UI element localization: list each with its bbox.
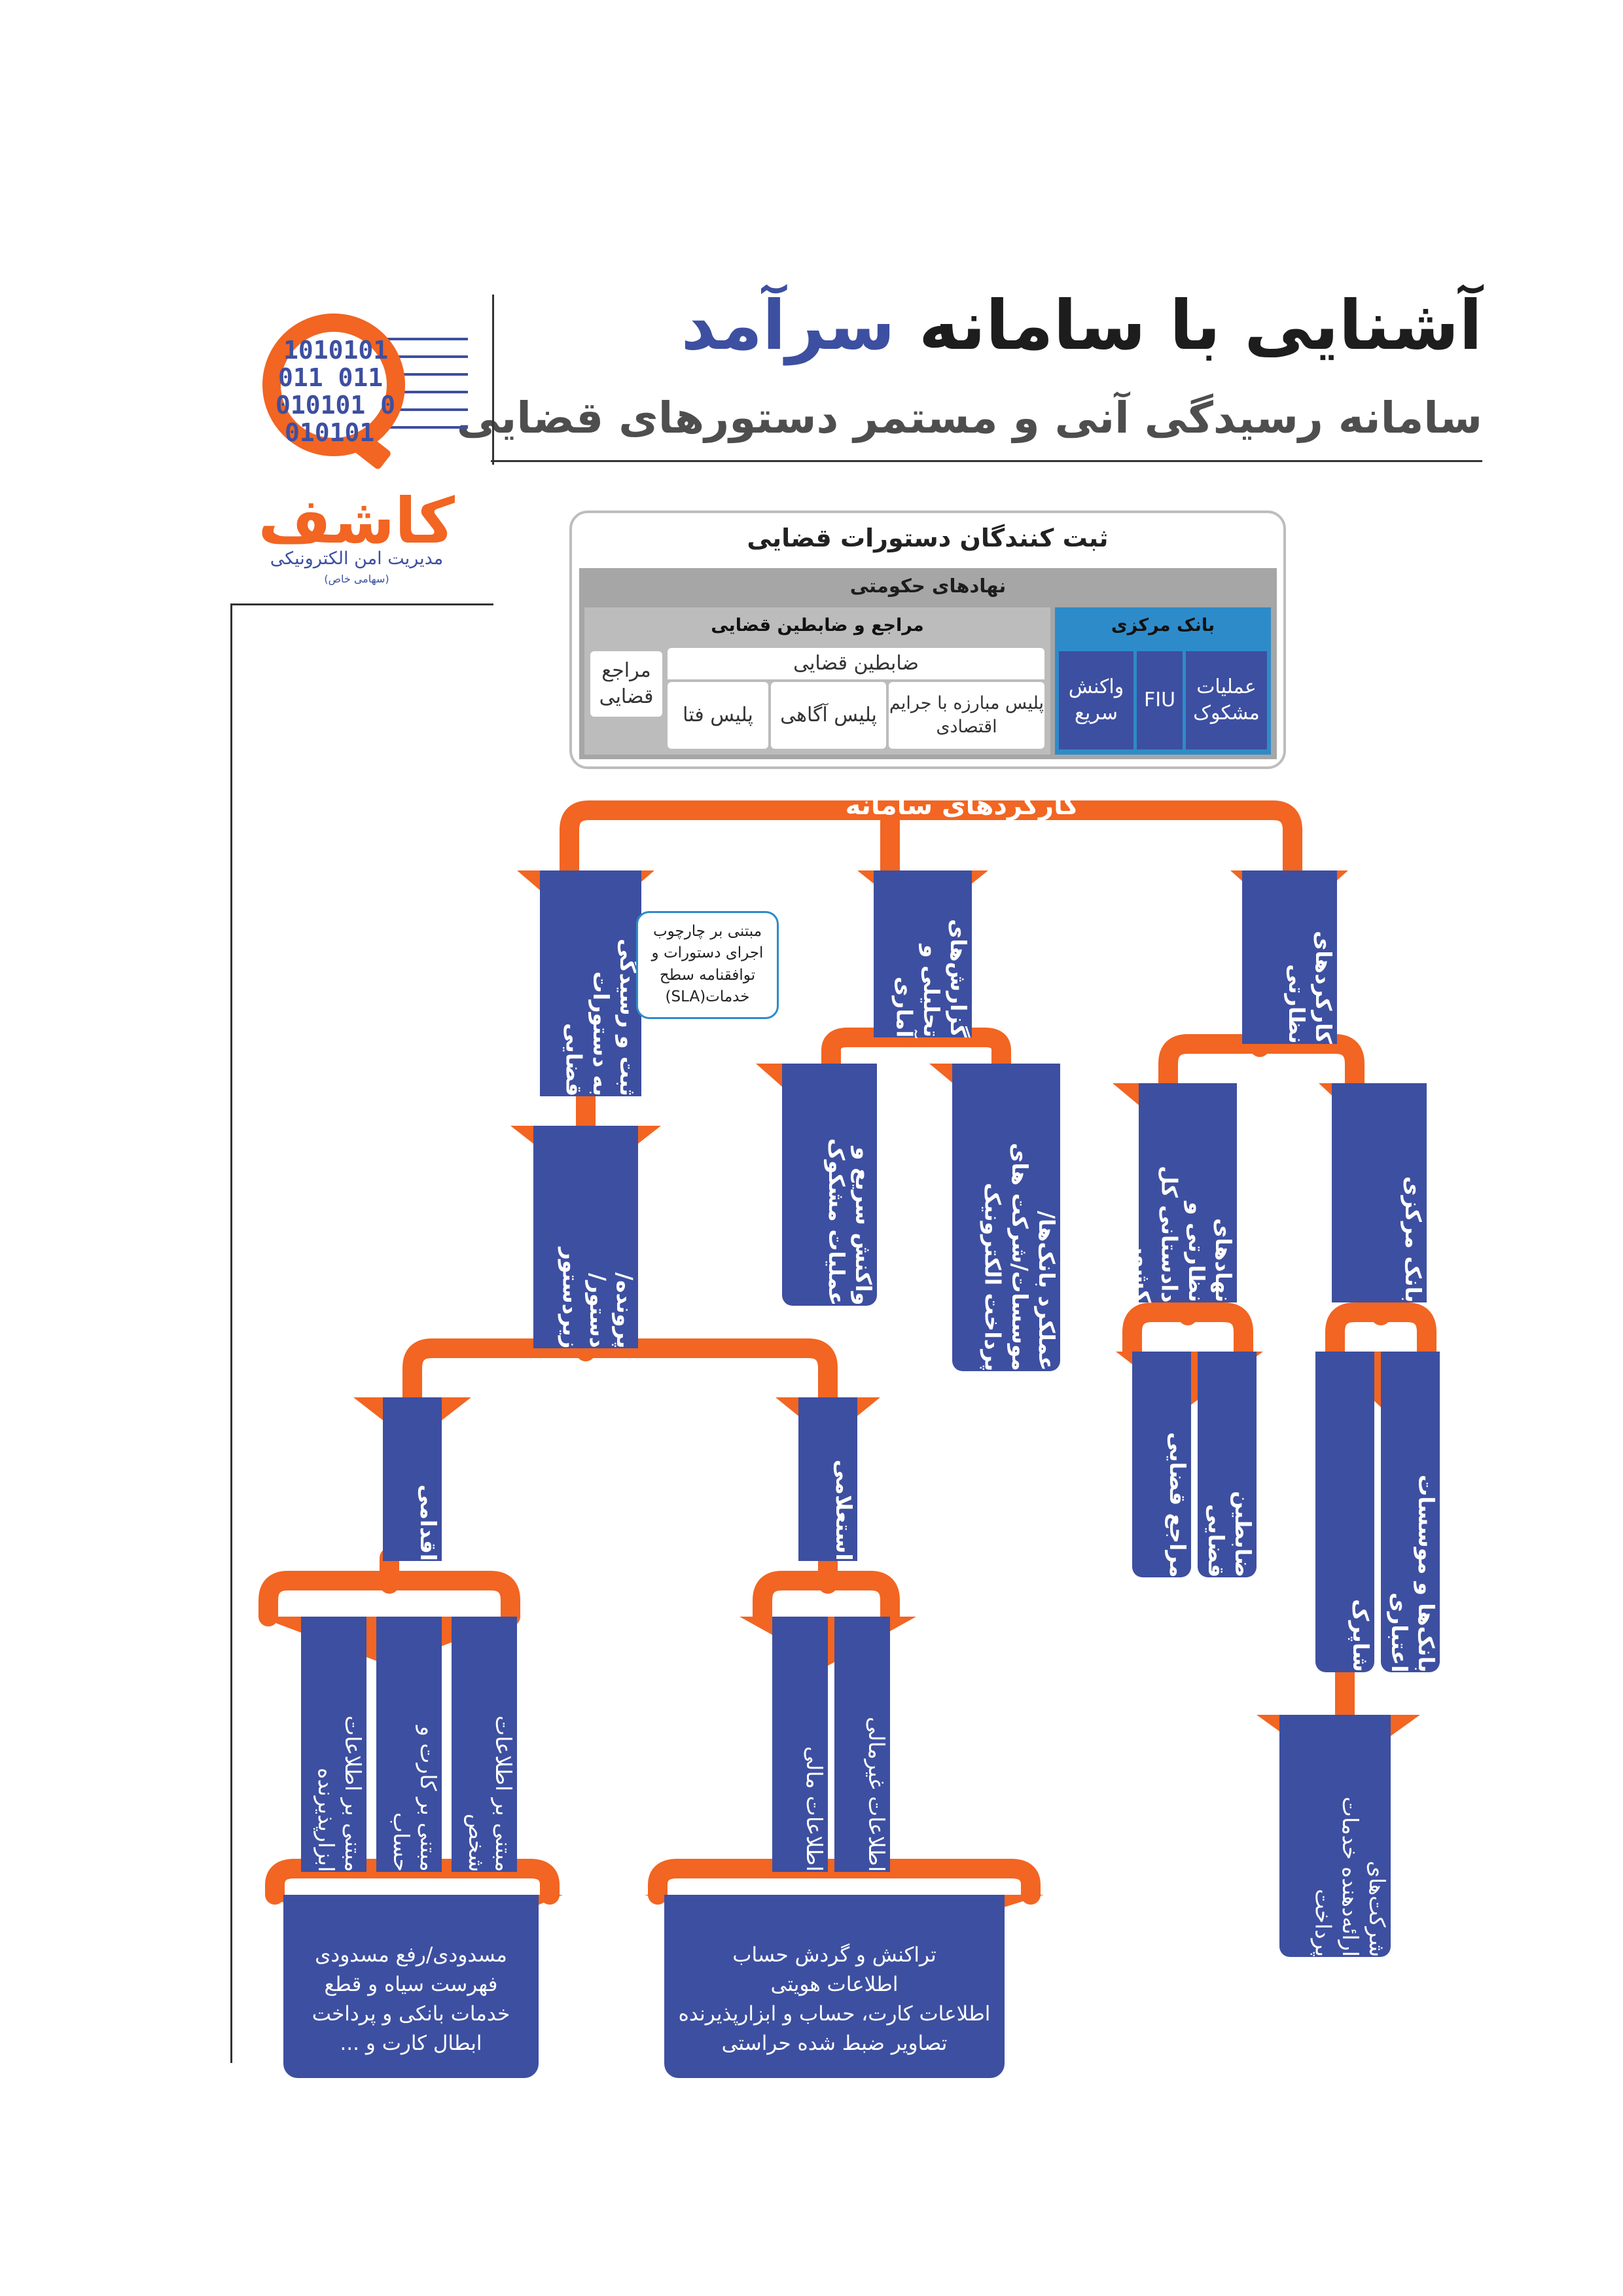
node-financial-info: اطلاعات مالی xyxy=(772,1617,828,1872)
node-judicial-authorities: مراجع قضایی xyxy=(1132,1352,1191,1577)
judicial-title: مراجع و ضابطین قضایی xyxy=(711,615,924,636)
police-investigation: پلیس آگاهی xyxy=(771,682,886,749)
svg-text:011 011: 011 011 xyxy=(278,363,383,392)
node-judicial-officers: ضابطین قضایی xyxy=(1198,1352,1257,1577)
cb-quick-response: واکنش سریع xyxy=(1059,651,1133,749)
action-results-box: مسدودی/رفع مسدودی فهرست سیاه و قطع خدمات… xyxy=(283,1895,539,2078)
inquiry-result-line: اطلاعات هویتی xyxy=(770,1972,899,1996)
node-oversight-bodies: نهادهای نظارتی و دادستانی کل کشور xyxy=(1130,1083,1237,1302)
judicial-authorities-cell: مراجع قضایی xyxy=(590,651,662,717)
logo-tagline-small: (سهامی خاص) xyxy=(324,573,389,585)
node-by-acceptor-tool: مبتنی بر اطلاعات ابزارپذیرنده xyxy=(301,1617,366,1872)
node-bank-performance: عملکرد بانک‌ها/موسسات/شرکت های پرداخت ال… xyxy=(952,1064,1060,1371)
inquiry-result-line: تصاویر ضبط شده حراستی xyxy=(721,2031,948,2055)
node-register-orders: ثبت و رسیدگی به دستورات قضایی xyxy=(540,870,641,1096)
node-case-order: پرونده/دستور/زیردستور xyxy=(533,1126,638,1348)
page-side-rule xyxy=(230,603,232,2063)
svg-text:010101: 010101 xyxy=(285,418,374,447)
node-inquiry: استعلامی xyxy=(798,1397,857,1561)
node-central-bank: بانک مرکزی xyxy=(1332,1083,1427,1302)
logo-magnifier-icon: 1010101 011 011 010101 0 010101 xyxy=(262,314,468,469)
title-highlight: سرآمد xyxy=(681,285,895,365)
page-subtitle: سامانه رسیدگی آنی و مستمر دستورهای قضایی xyxy=(456,393,1482,443)
action-result-line: خدمات بانکی و پرداخت xyxy=(312,2001,510,2026)
cb-fiu: FIU xyxy=(1137,651,1183,749)
node-action: اقدامی xyxy=(383,1397,442,1561)
node-quick-response: واکنش سریع و عملیات مشکوک xyxy=(782,1064,877,1306)
inquiry-result-line: اطلاعات کارت، حساب و ابزارپذیرنده xyxy=(678,2001,991,2026)
action-result-line: فهرست سیاه و قطع xyxy=(324,1972,498,1996)
police-fata: پلیس فتا xyxy=(668,682,768,749)
node-by-card-account: مبتنی بر کارت و حساب xyxy=(376,1617,442,1872)
node-shaparak: شاپرک xyxy=(1315,1352,1374,1672)
node-analytical-reports: گزارش‌های تحلیلی و آماری xyxy=(874,870,972,1037)
government-title: نهادهای حکومتی xyxy=(849,575,1007,597)
sla-note: مبتنی بر چارچوب اجرای دستورات و توافقنام… xyxy=(636,911,779,1019)
judicial-officers-title: ضابطین قضایی xyxy=(668,648,1044,679)
logo-bottom-rule xyxy=(230,603,493,605)
central-bank-title: بانک مرکزی xyxy=(1111,615,1215,636)
header-divider xyxy=(491,460,1482,462)
svg-text:010101 0: 010101 0 xyxy=(276,391,395,420)
functions-title: کارکردهای سامانه xyxy=(845,791,1079,821)
node-banks-credit: بانک‌ها و موسسات اعتباری xyxy=(1381,1352,1440,1672)
registrars-title: ثبت کنندگان دستورات قضایی xyxy=(747,524,1109,552)
action-result-line: مسدودی/رفع مسدودی xyxy=(315,1943,507,1967)
inquiry-results-box: تراکنش و گردش حساب اطلاعات هویتی اطلاعات… xyxy=(664,1895,1005,2078)
node-by-person: مبتنی بر اطلاعات شخص xyxy=(452,1617,517,1872)
node-non-financial-info: اطلاعات غیرمالی xyxy=(834,1617,890,1872)
functions-bar-connector xyxy=(560,800,1302,880)
logo-tagline: مدیریت امن الکترونیکی xyxy=(270,548,444,569)
action-result-line: ابطال کارت و ... xyxy=(340,2031,482,2055)
node-supervisory-functions: کارکردهای نظارتی xyxy=(1242,870,1337,1044)
header-vertical-divider xyxy=(492,295,494,465)
svg-text:1010101: 1010101 xyxy=(283,336,388,365)
node-payment-providers: شرکت‌های ارائه‌دهنده خدمات پرداخت xyxy=(1279,1715,1391,1957)
police-economic-crimes: پلیس مبارزه با جرایم اقتصادی xyxy=(889,682,1044,749)
inquiry-result-line: تراکنش و گردش حساب xyxy=(732,1943,936,1967)
page-title: آشنایی با سامانه سرآمد xyxy=(681,285,1482,365)
logo-name: کاشف xyxy=(258,484,455,558)
cb-suspicious-ops: عملیات مشکوک xyxy=(1186,651,1267,749)
